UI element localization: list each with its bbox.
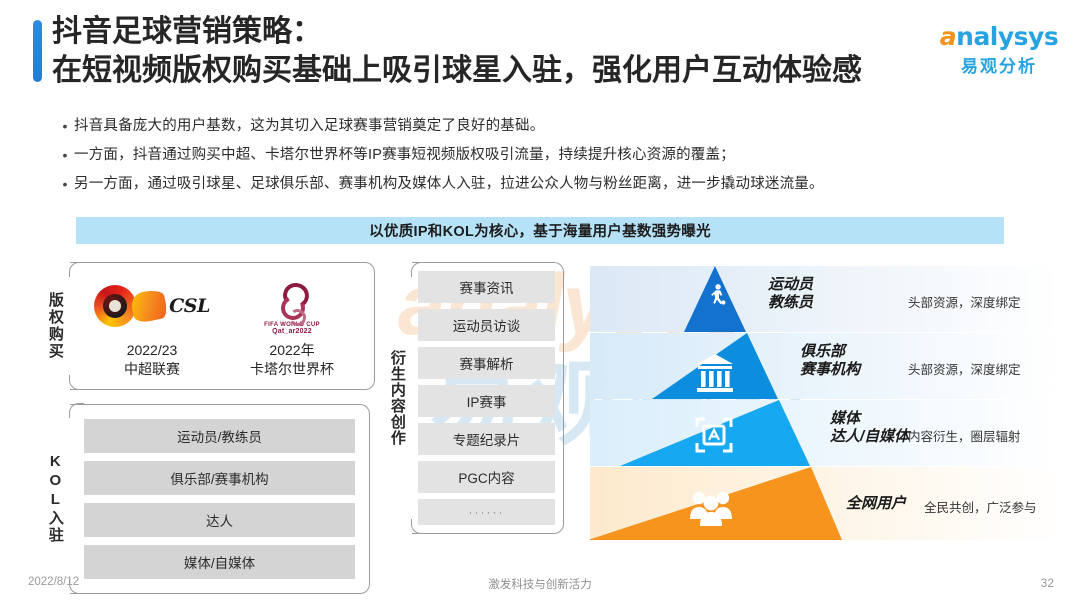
fifa-cell: FIFA WORLD CUP Qat_ar2022 2022年 卡塔尔世界杯 — [222, 277, 362, 379]
analysys-logo: analysys 易观分析 — [934, 24, 1064, 77]
list-item[interactable]: 赛事解析 — [418, 347, 555, 379]
pyramid-level-desc: 内容衍生，圈层辐射 — [908, 430, 1021, 444]
pyramid-level-title-line2: 教练员 — [768, 294, 814, 311]
section-banner: 以优质IP和KOL为核心，基于海量用户基数强势曝光 — [76, 217, 1004, 244]
fifa-emblem-icon — [277, 279, 313, 328]
users-group-icon — [690, 491, 732, 526]
soccer-player-icon — [711, 284, 726, 305]
slide-footer: 2022/8/12 激发科技与创新活力 32 — [0, 562, 1080, 608]
list-item[interactable]: 运动员访谈 — [418, 309, 555, 341]
csl-cell: CSL 2022/23 中超联赛 — [82, 277, 222, 379]
kol-chip[interactable]: 达人 — [84, 502, 355, 537]
pyramid-level-title: 媒体 达人/自媒体 — [830, 410, 909, 446]
kol-chip[interactable]: 运动员/教练员 — [84, 418, 355, 453]
csl-caption-line1: 2022/23 — [126, 342, 178, 358]
csl-logo: CSL — [82, 277, 222, 335]
csl-wordmark: CSL — [169, 294, 210, 317]
bullet-list: • 抖音具备庞大的用户基数，这为其切入足球赛事营销奠定了良好的基础。 • 一方面… — [56, 116, 1016, 203]
pyramid-diagram: 运动员 教练员 头部资源，深度绑定 俱乐部 赛事机构 头部资源，深度绑定 媒体 … — [588, 262, 1060, 544]
footer-date: 2022/8/12 — [28, 576, 80, 588]
page-title: 抖音足球营销策略： 在短视频版权购买基础上吸引球星入驻，强化用户互动体验感 — [52, 12, 862, 90]
pyramid-level-desc: 头部资源，深度绑定 — [908, 296, 1021, 310]
copyright-purchase-group: 版权购买 CSL — [40, 261, 375, 390]
fifa-caption-line2: 卡塔尔世界杯 — [250, 360, 334, 377]
list-item[interactable]: IP赛事 — [418, 385, 555, 417]
logo-cn-text: 易观分析 — [961, 57, 1037, 76]
pyramid-level-title: 全网用户 — [846, 495, 906, 513]
kol-chip[interactable]: 媒体/自媒体 — [84, 544, 355, 579]
bullet-item: • 抖音具备庞大的用户基数，这为其切入足球赛事营销奠定了良好的基础。 — [56, 116, 1016, 137]
title-accent-bar — [33, 20, 42, 82]
pyramid-level-title-line2: 赛事机构 — [800, 361, 861, 378]
pyramid-svg — [588, 266, 1060, 540]
kol-chip-grid: 运动员/教练员 俱乐部/赛事机构 达人 媒体/自媒体 — [82, 415, 357, 583]
list-item[interactable]: PGC内容 — [418, 461, 555, 493]
bullet-text: 一方面，抖音通过购买中超、卡塔尔世界杯等IP赛事短视频版权吸引流量，持续提升核心… — [74, 147, 735, 163]
derivative-content-group: 衍生内容创作 赛事资讯 运动员访谈 赛事解析 IP赛事 专题纪录片 PGC内容 … — [382, 261, 564, 535]
bullet-text: 另一方面，通过吸引球星、足球俱乐部、赛事机构及媒体人入驻，拉进公众人物与粉丝距离… — [74, 176, 824, 192]
pyramid-level-title-line1: 全网用户 — [846, 495, 907, 512]
logo-en-text: analysys — [934, 24, 1064, 49]
footer-tagline: 激发科技与创新活力 — [488, 579, 592, 591]
league-logos-row: CSL 2022/23 中超联赛 — [82, 273, 362, 379]
kol-group: KOL入驻 运动员/教练员 俱乐部/赛事机构 达人 媒体/自媒体 — [40, 403, 370, 595]
copyright-purchase-label: 版权购买 — [46, 291, 64, 360]
fifa-world-cup-logo: FIFA WORLD CUP Qat_ar2022 — [222, 277, 362, 335]
pyramid-level-title-line1: 运动员 — [768, 276, 814, 293]
pyramid-level-title: 运动员 教练员 — [768, 276, 813, 312]
list-item-ellipsis: ······ — [418, 499, 555, 525]
pyramid-level-title: 俱乐部 赛事机构 — [800, 343, 860, 379]
kol-group-label: KOL入驻 — [46, 453, 64, 545]
bullet-dot-icon: • — [62, 176, 68, 192]
pyramid-level-desc: 头部资源，深度绑定 — [908, 363, 1021, 377]
bullet-dot-icon: • — [62, 147, 68, 163]
fifa-wordmark-line2: Qat_ar2022 — [272, 328, 312, 335]
derivative-content-list: 赛事资讯 运动员访谈 赛事解析 IP赛事 专题纪录片 PGC内容 ······ — [418, 271, 555, 525]
csl-caption: 2022/23 中超联赛 — [82, 341, 222, 379]
pyramid-level-title-line2: 达人/自媒体 — [830, 428, 910, 445]
list-item[interactable]: 赛事资讯 — [418, 271, 555, 303]
pyramid-level-title-line1: 媒体 — [830, 410, 861, 427]
copyright-purchase-content: CSL 2022/23 中超联赛 — [70, 263, 374, 389]
page-title-line1: 抖音足球营销策略： — [52, 15, 322, 48]
institution-icon — [697, 354, 733, 392]
bullet-item: • 一方面，抖音通过购买中超、卡塔尔世界杯等IP赛事短视频版权吸引流量，持续提升… — [56, 145, 1016, 166]
media-scan-icon — [695, 417, 733, 453]
kol-chip[interactable]: 俱乐部/赛事机构 — [84, 460, 355, 495]
section-banner-text: 以优质IP和KOL为核心，基于海量用户基数强势曝光 — [369, 224, 711, 240]
derivative-content-inner: 赛事资讯 运动员访谈 赛事解析 IP赛事 专题纪录片 PGC内容 ······ — [412, 263, 563, 533]
derivative-content-label: 衍生内容创作 — [388, 350, 406, 446]
csl-caption-line2: 中超联赛 — [124, 360, 180, 377]
pyramid-level-desc: 全民共创，广泛参与 — [924, 501, 1037, 515]
copyright-purchase-bracket: CSL 2022/23 中超联赛 — [68, 261, 375, 390]
derivative-content-bracket: 赛事资讯 运动员访谈 赛事解析 IP赛事 专题纪录片 PGC内容 ······ — [410, 261, 564, 535]
csl-ball-icon — [94, 285, 137, 327]
logo-a-glyph: a — [939, 22, 957, 51]
middle-column: 衍生内容创作 赛事资讯 运动员访谈 赛事解析 IP赛事 专题纪录片 PGC内容 … — [382, 261, 564, 535]
fifa-caption: 2022年 卡塔尔世界杯 — [222, 341, 362, 379]
kol-group-content: 运动员/教练员 俱乐部/赛事机构 达人 媒体/自媒体 — [70, 405, 369, 593]
logo-en-rest: nalysys — [956, 22, 1059, 51]
bullet-dot-icon: • — [62, 118, 68, 134]
left-column: 版权购买 CSL — [40, 261, 375, 595]
bullet-text: 抖音具备庞大的用户基数，这为其切入足球赛事营销奠定了良好的基础。 — [74, 118, 545, 134]
fifa-wordmark-line1: FIFA WORLD CUP — [264, 322, 320, 328]
kol-group-bracket: 运动员/教练员 俱乐部/赛事机构 达人 媒体/自媒体 — [68, 403, 370, 595]
pyramid-level-title-line1: 俱乐部 — [800, 343, 846, 360]
footer-page-number: 32 — [1040, 576, 1054, 590]
list-item[interactable]: 专题纪录片 — [418, 423, 555, 455]
bullet-item: • 另一方面，通过吸引球星、足球俱乐部、赛事机构及媒体人入驻，拉进公众人物与粉丝… — [56, 174, 1016, 195]
page-title-line2: 在短视频版权购买基础上吸引球星入驻，强化用户互动体验感 — [52, 54, 862, 87]
fifa-caption-line1: 2022年 — [269, 342, 315, 358]
